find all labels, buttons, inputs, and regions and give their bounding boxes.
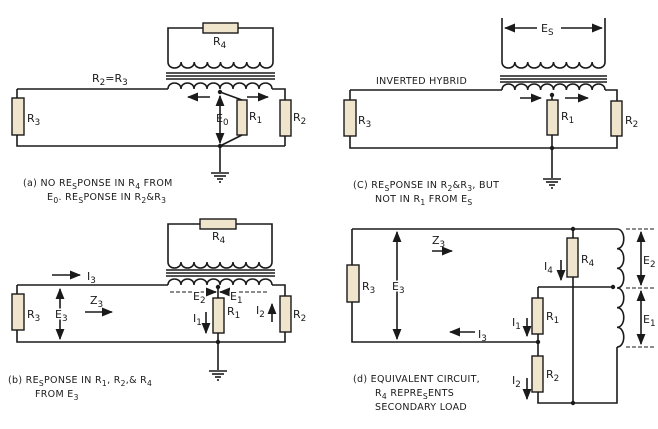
primary-winding <box>167 278 273 286</box>
label-e3: E3​ <box>55 308 68 324</box>
caption-c-line2: NOT IN R1​ FROM ES​ <box>375 194 473 207</box>
resistor-r3 <box>11 293 25 331</box>
label-r2: R2​ <box>625 114 638 130</box>
coil-turns <box>616 228 625 348</box>
label-r2: R2​ <box>546 368 559 384</box>
coil-turns <box>501 83 606 91</box>
label-r4: R4​ <box>581 253 595 269</box>
panel-d: Z3​ R3​ E3​ I4​ R4​ E2​ E1​ I1​ R1​ I3​ … <box>346 226 657 413</box>
caption-b-line2: FROM E3​ <box>35 389 79 402</box>
resistor-r4 <box>202 22 239 34</box>
resistor-r4 <box>566 237 579 278</box>
label-e2: E2​ <box>643 254 656 270</box>
resistor-r2 <box>531 355 544 393</box>
transformer-core <box>166 72 275 80</box>
ground-icon <box>543 178 561 189</box>
label-r1: R1​ <box>546 310 559 326</box>
label-r4: R4​ <box>213 35 227 51</box>
caption-a-line2: E0​. RES​PONSE IN R2​&R3​ <box>47 192 166 205</box>
caption-b-line1: (b) RES​PONSE IN R1​, R2​,& R4​ <box>8 375 152 388</box>
secondary-winding <box>501 61 606 69</box>
panel-a: R4​ R2​=R3​ R3​ E0​ R1​ R2​ (a) NO RES​P… <box>11 22 306 205</box>
label-inverted-hybrid: INVERTED HYBRID <box>376 76 467 87</box>
label-e0: E0​ <box>216 112 229 128</box>
label-e1: E1​ <box>643 313 656 329</box>
resistor-r2 <box>279 295 292 333</box>
label-z3: Z3​ <box>432 234 445 250</box>
coil-turns <box>167 82 273 90</box>
coil-turns <box>167 61 274 69</box>
primary-winding <box>501 83 606 91</box>
label-i4: I4​ <box>544 260 553 276</box>
secondary-winding <box>167 61 274 69</box>
label-i1: I1​ <box>512 316 521 332</box>
resistor-r3 <box>346 264 360 303</box>
caption-d-line1: (d) EQUIVALENT CIRCUIT, <box>353 374 480 385</box>
transformer-core <box>166 269 275 277</box>
label-i2: I2​ <box>512 374 521 390</box>
label-r1: R1​ <box>249 110 262 126</box>
coil-turns <box>501 61 606 69</box>
coil-turns <box>167 261 273 269</box>
caption-d-line2: R4​ REPRES​ENTS <box>375 388 454 401</box>
resistor-r3 <box>11 97 25 136</box>
label-r2: R2​ <box>293 111 306 127</box>
resistor-r1 <box>531 297 544 335</box>
label-r3: R3​ <box>27 308 40 324</box>
label-i3: I3​ <box>87 270 96 286</box>
label-i2: I2​ <box>256 304 265 320</box>
caption-d-line3: SECONDARY LOAD <box>375 402 467 413</box>
resistor-r1 <box>546 99 559 136</box>
panel-b: R4​ I3​ R3​ E3​ Z3​ E2​ E1​ I1​ R1​ I2​ … <box>8 218 306 402</box>
label-i3: I3​ <box>478 328 487 344</box>
transformer-core <box>500 75 607 83</box>
label-r2: R2​ <box>293 308 306 324</box>
primary-winding <box>167 82 273 90</box>
resistor-r2 <box>279 99 292 137</box>
label-z3: Z3​ <box>90 294 103 310</box>
panel-c: ES​ INVERTED HYBRID R3​ R1​ R2​ (C) RES​… <box>343 18 638 207</box>
coil-turns <box>167 278 273 286</box>
label-i1: I1​ <box>193 312 202 328</box>
resistor-r4 <box>199 218 237 230</box>
transformer-winding <box>616 228 625 348</box>
label-r3: R3​ <box>27 112 40 128</box>
label-r1: R1​ <box>561 110 574 126</box>
label-r2-eq-r3: R2​=R3​ <box>92 72 128 88</box>
resistor-r1 <box>212 297 225 334</box>
resistor-r3 <box>343 99 357 137</box>
caption-a-line1: (a) NO RES​PONSE IN R4​ FROM <box>23 178 173 191</box>
label-e3: E3​ <box>392 280 405 296</box>
label-r4: R4​ <box>212 230 226 246</box>
resistor-r1 <box>236 99 248 136</box>
caption-c-line1: (C) RES​PONSE IN R2​&R3​, BUT <box>353 180 499 193</box>
ground-icon <box>209 370 227 381</box>
ground-icon <box>211 172 229 183</box>
label-r3: R3​ <box>358 114 371 130</box>
label-r1: R1​ <box>227 305 240 321</box>
label-r3: R3​ <box>362 280 375 296</box>
secondary-winding <box>167 261 273 269</box>
resistor-r2 <box>610 100 623 137</box>
